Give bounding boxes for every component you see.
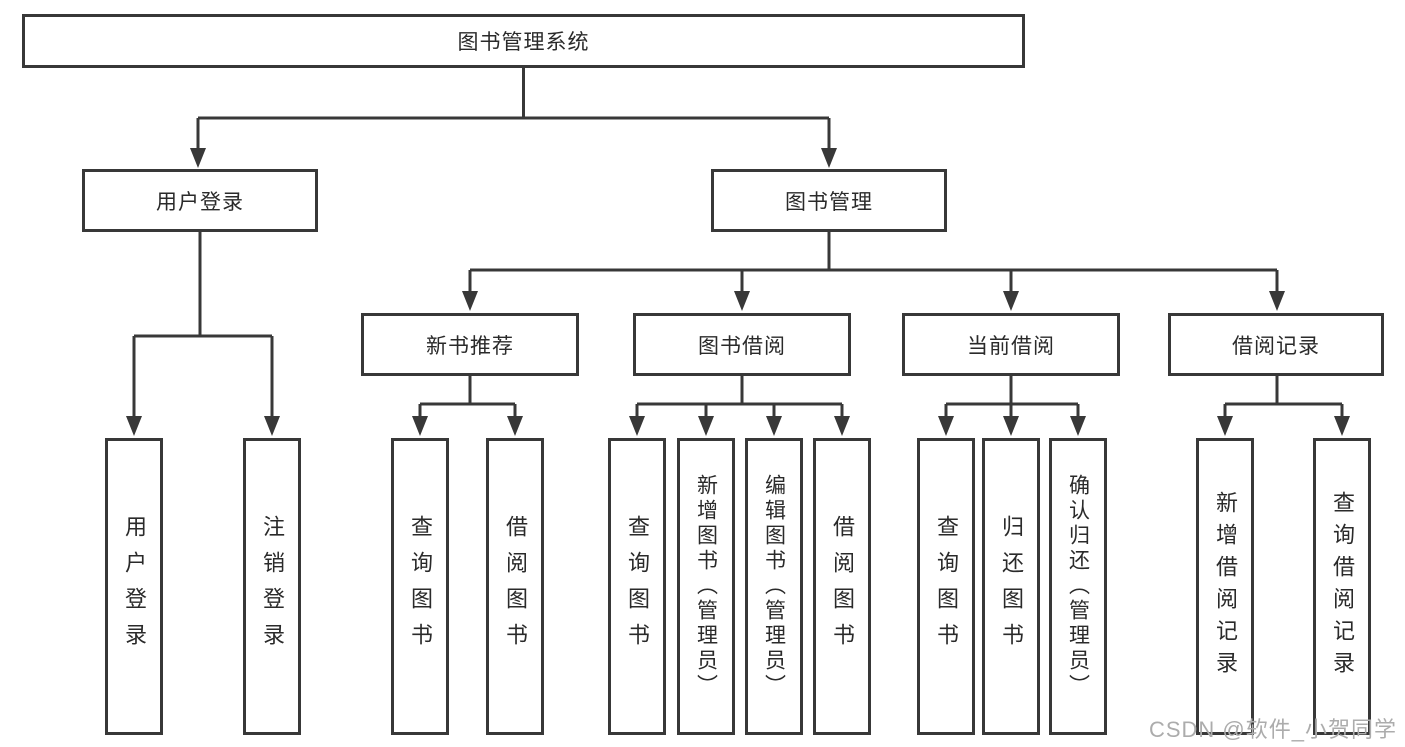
node-leaf-logout: 注销登录	[243, 438, 301, 735]
node-leaf-query-books-recommend: 查询图书	[391, 438, 449, 735]
node-current-borrowing: 当前借阅	[902, 313, 1120, 376]
node-label: 用户登录	[122, 514, 147, 659]
node-leaf-query-books-borrowing: 查询图书	[608, 438, 666, 735]
connector-current-borrow-group	[944, 376, 1080, 417]
connector-root-to-level2	[196, 68, 831, 149]
node-leaf-add-borrow-record: 新增借阅记录	[1196, 438, 1254, 735]
node-library-management-system: 图书管理系统	[22, 14, 1025, 68]
csdn-watermark: CSDN @软件_小贺同学	[1148, 717, 1397, 742]
node-label: 查询图书	[934, 514, 959, 659]
arrowheads-user-login-group	[126, 416, 280, 436]
node-label: 当前借阅	[967, 334, 1055, 358]
node-label: 图书管理	[785, 190, 873, 214]
node-user-login-branch: 用户登录	[82, 169, 318, 232]
connector-user-login-group	[132, 232, 274, 417]
node-label: 查询图书	[625, 514, 650, 659]
node-label: 确认归还（管理员）	[1066, 474, 1090, 699]
node-borrowing-records: 借阅记录	[1168, 313, 1384, 376]
node-label: 注销登录	[260, 514, 285, 659]
node-label: 新书推荐	[426, 334, 514, 358]
node-label: 借阅图书	[830, 514, 855, 659]
node-leaf-user-login: 用户登录	[105, 438, 163, 735]
connector-book-mgmt-to-level3	[468, 232, 1279, 292]
connector-borrow-records-group	[1223, 376, 1344, 417]
node-label: 借阅记录	[1232, 334, 1320, 358]
node-new-book-recommend: 新书推荐	[361, 313, 579, 376]
connector-book-borrow-group	[635, 376, 844, 417]
node-leaf-return-books: 归还图书	[982, 438, 1040, 735]
arrowheads-level2	[190, 148, 837, 168]
node-label: 新增借阅记录	[1213, 490, 1238, 683]
node-leaf-confirm-return-admin: 确认归还（管理员）	[1049, 438, 1107, 735]
node-book-management-branch: 图书管理	[711, 169, 947, 232]
node-label: 查询借阅记录	[1330, 490, 1355, 683]
node-leaf-borrow-books-borrowing: 借阅图书	[813, 438, 871, 735]
node-book-borrowing: 图书借阅	[633, 313, 851, 376]
node-label: 借阅图书	[503, 514, 528, 659]
node-leaf-borrow-books-recommend: 借阅图书	[486, 438, 544, 735]
node-label: 图书管理系统	[457, 31, 590, 54]
node-leaf-edit-books-admin: 编辑图书（管理员）	[745, 438, 803, 735]
node-label: 用户登录	[156, 190, 244, 214]
arrowheads-book-borrow-group	[629, 416, 850, 436]
node-label: 图书借阅	[698, 334, 786, 358]
node-label: 新增图书（管理员）	[694, 474, 718, 699]
node-leaf-add-books-admin: 新增图书（管理员）	[677, 438, 735, 735]
arrowheads-borrow-records-group	[1217, 416, 1350, 436]
arrowheads-current-borrow-group	[938, 416, 1086, 436]
node-label: 编辑图书（管理员）	[762, 474, 786, 699]
node-label: 查询图书	[408, 514, 433, 659]
arrowheads-new-books-group	[412, 416, 523, 436]
arrowheads-level3	[462, 291, 1285, 311]
connector-new-books-group	[418, 376, 517, 417]
node-leaf-query-books-current: 查询图书	[917, 438, 975, 735]
node-label: 归还图书	[999, 514, 1024, 659]
node-leaf-query-borrow-record: 查询借阅记录	[1313, 438, 1371, 735]
